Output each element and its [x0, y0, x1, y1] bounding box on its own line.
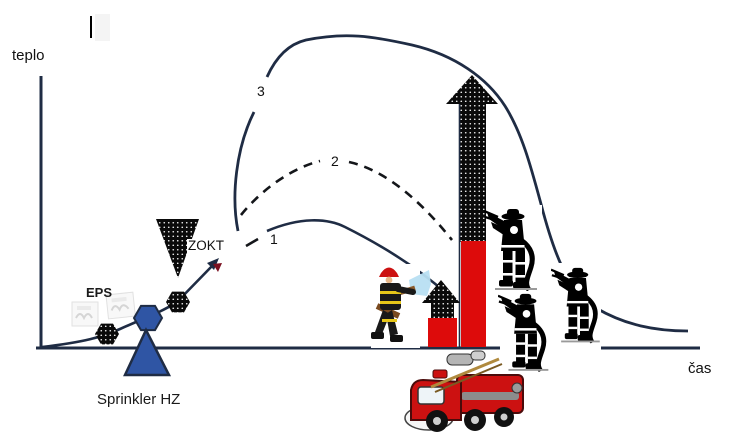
zokt-label: ZOKT [187, 238, 225, 253]
y-axis-label: teplo [12, 47, 45, 64]
curve-3-label: 3 [257, 83, 265, 99]
detector-hexagon-dotted-icon [95, 291, 190, 345]
curve-1-label: 1 [270, 231, 278, 247]
zokt-vent-triangle-icon [156, 219, 199, 278]
curve-2-label: 2 [331, 153, 339, 169]
eps-detector-photo-icon [71, 291, 136, 327]
fire-truck-icon [404, 350, 524, 432]
x-axis-label: čas [688, 360, 712, 377]
sprinkler-label: Sprinkler HZ [97, 391, 181, 408]
growth-curve [41, 258, 222, 349]
heat-release-arrow-small-icon [422, 280, 460, 347]
curve-1-path [245, 219, 448, 295]
top-tick-mark [90, 14, 110, 41]
firefighter-color-icon [371, 267, 431, 342]
curve-2-path [239, 159, 454, 241]
detector-hexagon-blue-icon [132, 304, 164, 332]
growth-arrow-red-tip-icon [213, 263, 222, 272]
eps-label: EPS [86, 285, 113, 300]
sprinkler-triangle-icon [123, 327, 172, 377]
heat-release-arrow-large-icon [446, 75, 498, 347]
